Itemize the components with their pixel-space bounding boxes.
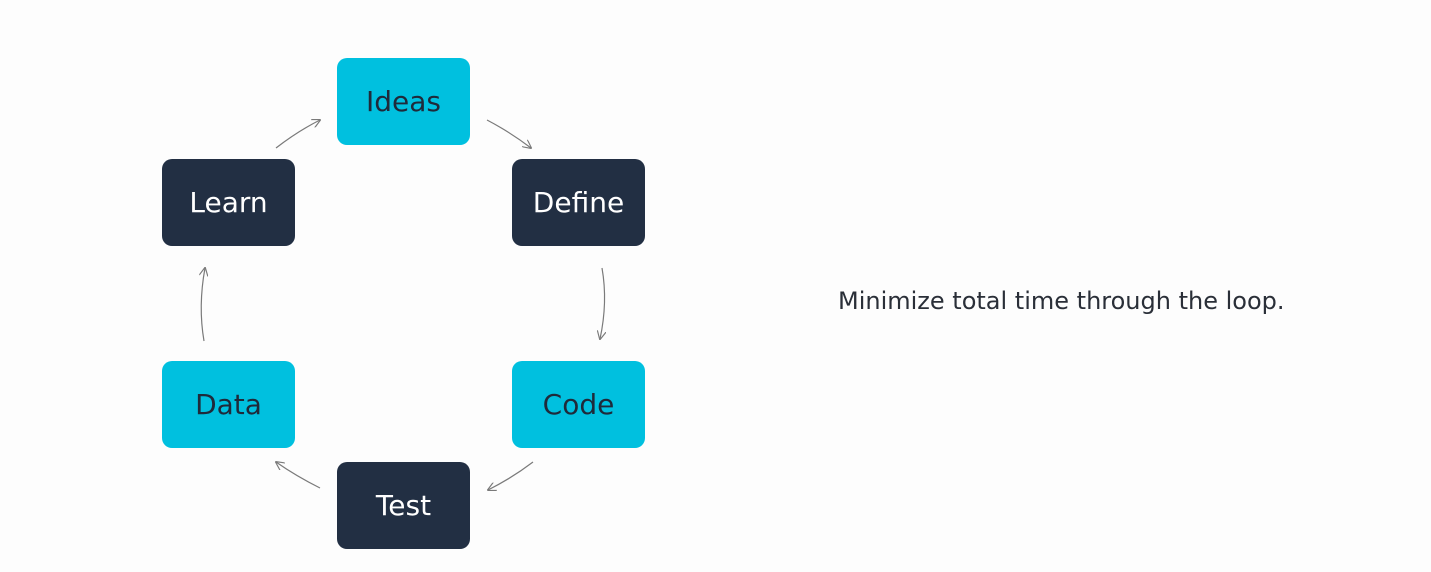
- arrow-define-to-code: [600, 267, 605, 339]
- node-test-label: Test: [375, 489, 432, 522]
- arrow-data-to-learn: [201, 268, 205, 342]
- node-code-label: Code: [542, 388, 615, 421]
- node-data-label: Data: [195, 388, 262, 421]
- node-ideas: Ideas: [337, 58, 470, 145]
- arrow-learn-to-ideas: [275, 120, 320, 149]
- node-define: Define: [512, 159, 645, 246]
- node-test: Test: [337, 462, 470, 549]
- node-define-label: Define: [532, 186, 625, 219]
- node-data: Data: [162, 361, 295, 448]
- node-code: Code: [512, 361, 645, 448]
- node-ideas-label: Ideas: [365, 85, 441, 118]
- arrow-test-to-data: [276, 462, 321, 489]
- arrow-ideas-to-define: [486, 119, 531, 148]
- arrow-code-to-test: [488, 461, 534, 490]
- node-learn: Learn: [162, 159, 295, 246]
- node-learn-label: Learn: [189, 186, 268, 219]
- loop-caption: Minimize total time through the loop.: [838, 287, 1285, 315]
